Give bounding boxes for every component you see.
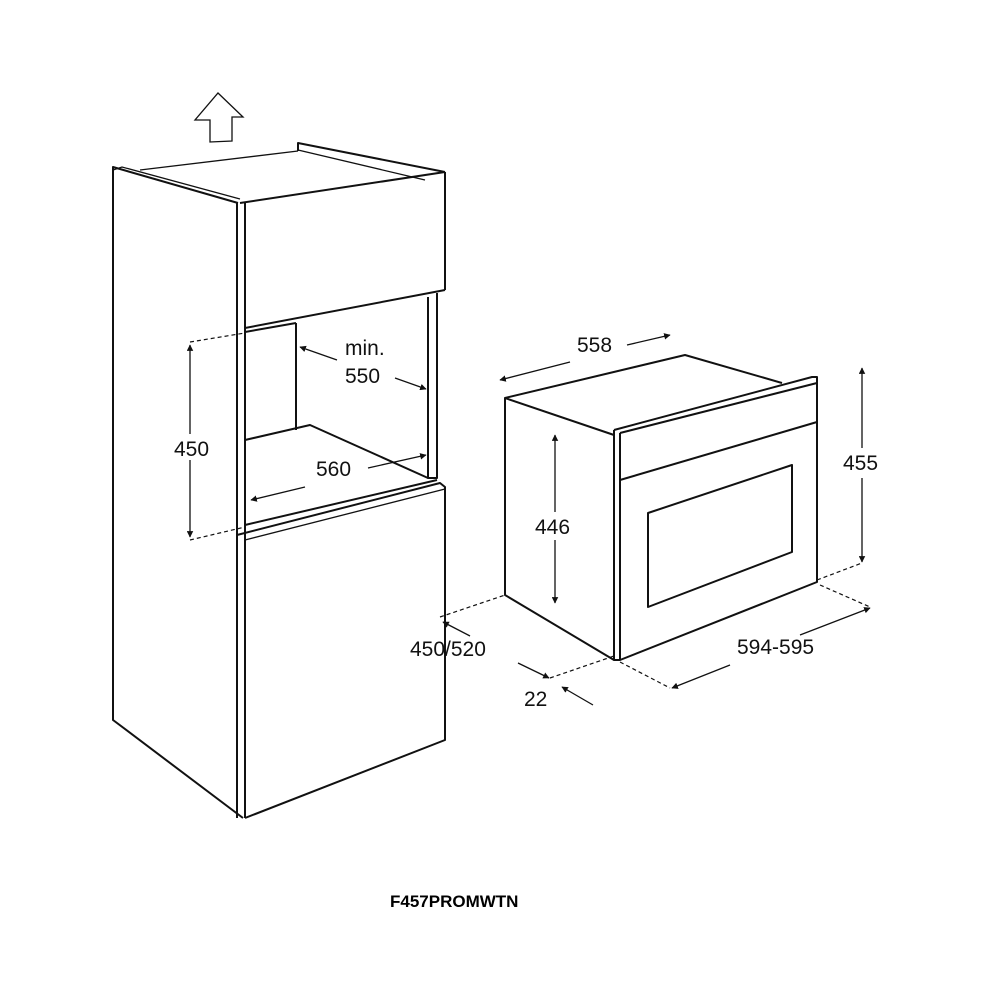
oven-body-height-label: 446 xyxy=(535,516,570,539)
niche-width-label: 560 xyxy=(316,458,351,481)
cabinet xyxy=(112,142,446,819)
oven-height-label: 455 xyxy=(843,452,878,475)
model-number: F457PROMWTN xyxy=(390,892,518,911)
front-offset-label: 22 xyxy=(524,688,547,711)
niche-height-label: 450 xyxy=(174,438,209,461)
niche-depth-label: 550 xyxy=(345,365,380,388)
cabinet-depth-label: 450/520 xyxy=(410,638,486,661)
ventilation-arrow-icon xyxy=(193,92,245,143)
oven-window xyxy=(647,464,793,608)
oven-width-label: 594-595 xyxy=(737,636,814,659)
niche-depth-min-label: min. xyxy=(345,337,385,360)
oven-depth-label: 558 xyxy=(577,334,612,357)
oven xyxy=(504,354,818,661)
